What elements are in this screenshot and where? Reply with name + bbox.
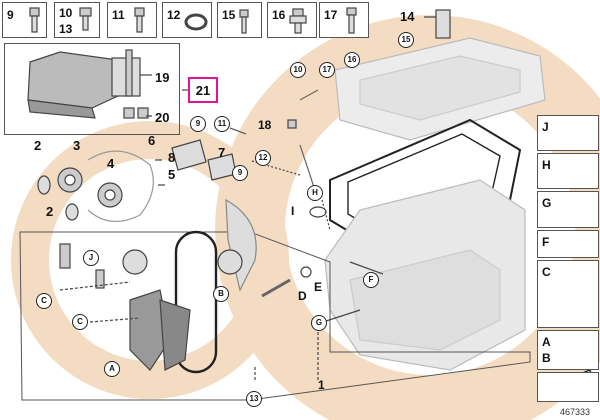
chain-tensioner-rail-icon — [129, 289, 171, 371]
timing-chain-icon — [174, 230, 218, 374]
label-18: 18 — [258, 118, 272, 132]
callout-15[interactable]: 15 — [398, 32, 414, 48]
o-ring-icon — [184, 13, 208, 31]
tool-case-icon — [27, 49, 152, 119]
part-letter: F — [542, 235, 550, 249]
strip-cell-17[interactable]: 17 — [319, 2, 369, 38]
callout-9[interactable]: 9 — [190, 116, 206, 132]
part-number: 11 — [112, 8, 125, 22]
label-4: 4 — [107, 156, 115, 171]
sleeve-icon — [239, 9, 249, 34]
parts-box-a-b[interactable]: A B — [537, 330, 599, 370]
callout-j[interactable]: J — [83, 250, 99, 266]
strip-cell-11[interactable]: 11 — [107, 2, 157, 38]
hose-icon — [299, 89, 319, 101]
bolt-icon — [29, 7, 40, 33]
strip-cell-16[interactable]: 16 — [267, 2, 317, 38]
washer-icon — [65, 203, 79, 221]
sprocket-icon — [122, 249, 148, 275]
part-number: 9 — [7, 8, 14, 22]
parts-box-g[interactable]: G — [537, 191, 599, 228]
strip-cell-15[interactable]: 15 — [217, 2, 262, 38]
callout-a[interactable]: A — [104, 361, 120, 377]
part-number: 10 — [59, 6, 73, 20]
label-i: I — [291, 204, 295, 218]
part-letter: A — [542, 335, 551, 349]
part-letter: J — [542, 120, 549, 134]
label-e: E — [314, 280, 323, 294]
part-number: 16 — [272, 8, 286, 22]
part-number: 13 — [59, 22, 73, 36]
part-number: 17 — [324, 8, 338, 22]
bolt-icon — [79, 7, 92, 31]
label-6: 6 — [148, 133, 156, 148]
parts-box-h[interactable]: H — [537, 153, 599, 189]
engine-block-icon — [324, 179, 526, 371]
watermark-ring-left — [11, 121, 289, 399]
label-d: D — [298, 289, 307, 303]
callout-11[interactable]: 11 — [214, 116, 230, 132]
sprocket-icon — [97, 182, 123, 208]
direction-arrow-box — [537, 372, 599, 402]
part-number-19: 19 — [155, 70, 170, 85]
parts-box-c[interactable]: C — [537, 260, 599, 328]
stud-icon — [289, 8, 307, 34]
guide-sleeve-icon — [424, 9, 451, 39]
part-number: 12 — [167, 8, 181, 22]
callout-f[interactable]: F — [363, 272, 379, 288]
special-tool-kit-box[interactable]: 19 20 — [4, 43, 180, 135]
callout-b[interactable]: B — [213, 286, 229, 302]
assembly-frame — [19, 231, 531, 401]
label-7: 7 — [218, 145, 226, 160]
highlighted-part-21[interactable]: 21 — [188, 77, 218, 103]
label-8: 8 — [168, 150, 176, 165]
callout-17[interactable]: 17 — [319, 62, 335, 78]
sprocket-icon — [217, 249, 243, 275]
bolt-icon — [95, 269, 105, 289]
callout-10[interactable]: 10 — [290, 62, 306, 78]
strip-cell-10-13[interactable]: 10 13 — [54, 2, 100, 38]
seal-ring-icon — [309, 206, 327, 218]
callout-h[interactable]: H — [307, 185, 323, 201]
callout-c-lower[interactable]: C — [72, 314, 88, 330]
bolt-icon — [134, 7, 145, 33]
part-letter: H — [542, 158, 551, 172]
tensioner-piston-icon — [261, 278, 291, 298]
callout-13[interactable]: 13 — [246, 391, 262, 407]
part-letter: C — [542, 265, 551, 279]
washer-icon — [37, 175, 51, 195]
callout-12[interactable]: 12 — [255, 150, 271, 166]
screw-icon — [346, 7, 357, 34]
label-5: 5 — [168, 167, 176, 182]
callout-c[interactable]: C — [36, 293, 52, 309]
part-letter: B — [542, 351, 551, 365]
label-2-lower: 2 — [46, 204, 54, 219]
callout-g[interactable]: G — [311, 315, 327, 331]
parts-box-f[interactable]: F — [537, 230, 599, 258]
clip-icon — [287, 119, 297, 129]
chain-guide-icon — [87, 150, 154, 222]
label-1: 1 — [318, 378, 325, 392]
part-number-20: 20 — [155, 110, 170, 125]
chain-guide-rail-icon — [159, 299, 191, 371]
seal-icon — [300, 266, 312, 278]
callout-9-lower[interactable]: 9 — [232, 165, 248, 181]
tensioner-rail-icon — [225, 198, 257, 292]
cylinder-head-cover-icon — [334, 37, 546, 141]
strip-cell-12[interactable]: 12 — [162, 2, 212, 38]
sprocket-icon — [57, 167, 83, 193]
callout-16[interactable]: 16 — [344, 52, 360, 68]
part-number-14: 14 — [400, 9, 415, 24]
catalog-number: 467333 — [559, 407, 590, 417]
label-2: 2 — [34, 138, 42, 153]
bolt-icon — [59, 243, 71, 269]
parts-box-j[interactable]: J — [537, 115, 599, 151]
label-3: 3 — [73, 138, 81, 153]
bracket-icon — [171, 139, 207, 171]
part-letter: G — [542, 196, 552, 210]
part-number: 15 — [222, 8, 236, 22]
